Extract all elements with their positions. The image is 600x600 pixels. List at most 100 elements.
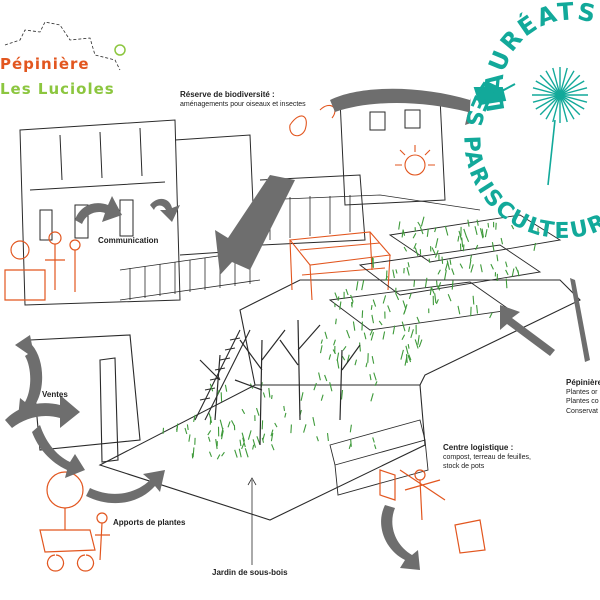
plant-stroke <box>392 269 395 279</box>
greenhouse <box>288 231 392 301</box>
dandelion-seed <box>559 94 568 123</box>
plant-stroke <box>476 305 479 314</box>
plant-stroke <box>405 345 409 355</box>
plant-stroke <box>216 389 220 396</box>
background-buildings <box>19 97 446 306</box>
plant-stroke <box>318 372 321 381</box>
plant-stroke <box>320 394 324 401</box>
plant-stroke <box>414 247 419 257</box>
logo-line1: Pépinière <box>0 55 90 73</box>
plant-stroke <box>268 387 271 398</box>
plant-stroke <box>271 394 273 400</box>
plant-stroke <box>489 312 493 319</box>
plant-stroke <box>395 269 398 274</box>
dandelion-seed <box>559 94 581 116</box>
plant-stroke <box>476 219 479 226</box>
plant-stroke <box>219 419 224 430</box>
plant-stroke <box>335 318 337 325</box>
trees <box>199 319 361 446</box>
plant-stroke <box>371 257 374 268</box>
plant-stroke <box>345 288 349 296</box>
plant-stroke <box>371 355 375 364</box>
plant-stroke <box>419 226 424 235</box>
plant-stroke <box>408 354 412 361</box>
plant-stroke <box>370 305 373 310</box>
plant-stroke <box>238 448 242 458</box>
label-reserve-title: Réserve de biodiversité : <box>180 90 275 99</box>
plant-stroke <box>511 268 515 277</box>
label-ventes-text: Ventes <box>42 390 68 399</box>
plant-stroke <box>209 383 214 392</box>
plant-stroke <box>193 414 196 423</box>
plant-stroke <box>431 247 436 254</box>
plant-stroke <box>398 221 401 230</box>
label-ventes: Ventes <box>42 390 68 400</box>
dandelion-seed <box>545 94 561 120</box>
plant-stroke <box>262 433 266 441</box>
plant-stroke <box>316 436 319 442</box>
plant-stroke <box>403 309 406 315</box>
plant-stroke <box>221 451 225 457</box>
plant-stroke <box>487 222 490 228</box>
plant-stroke <box>354 359 358 366</box>
plant-stroke <box>400 349 404 360</box>
plant-stroke <box>270 429 274 437</box>
plant-stroke <box>241 408 246 415</box>
dandelion-seed <box>539 94 561 116</box>
plant-stroke <box>339 301 342 310</box>
plant-stroke <box>256 436 261 445</box>
plant-stroke <box>451 268 455 275</box>
plant-stroke <box>407 355 412 363</box>
plant-stroke <box>227 421 231 428</box>
plant-stroke <box>517 270 520 277</box>
label-apports: Apports de plantes <box>113 518 185 528</box>
plant-stroke <box>414 339 419 349</box>
plant-stroke <box>458 230 463 241</box>
plant-stroke <box>429 286 432 296</box>
dandelion-seed <box>532 87 561 96</box>
plant-stroke <box>475 244 479 251</box>
plant-stroke <box>408 326 411 333</box>
plant-stroke <box>231 420 235 426</box>
plant-stroke <box>319 345 323 354</box>
plant-stroke <box>342 345 347 351</box>
plant-stroke <box>184 427 188 435</box>
plant-stroke <box>262 392 266 398</box>
plant-stroke <box>348 443 352 450</box>
plant-stroke <box>434 250 439 258</box>
dandelion-seed <box>559 70 575 96</box>
dandelion-seed <box>559 67 568 96</box>
plant-stroke <box>446 260 451 270</box>
plant-stroke <box>336 352 340 361</box>
plant-stroke <box>470 264 474 273</box>
plant-stroke <box>505 269 509 276</box>
plant-stroke <box>412 232 417 239</box>
plant-stroke <box>451 280 454 290</box>
plant-stroke <box>420 216 425 227</box>
plant-stroke <box>334 292 338 299</box>
plant-stroke <box>434 227 437 233</box>
label-logistique-title: Centre logistique : <box>443 443 514 452</box>
dandelion-seed <box>539 74 561 96</box>
plant-stroke <box>434 293 437 304</box>
plant-stroke <box>462 244 465 252</box>
plant-stroke <box>505 278 508 289</box>
plant-stroke <box>407 344 410 349</box>
plant-stroke <box>417 221 421 227</box>
plant-stroke <box>363 332 367 340</box>
logo-frame <box>4 21 121 71</box>
plant-stroke <box>474 226 478 236</box>
plant-stroke <box>481 228 484 238</box>
plant-stroke <box>401 334 406 340</box>
plant-stroke <box>300 392 304 401</box>
plant-stroke <box>491 242 495 252</box>
plant-stroke <box>468 259 472 269</box>
plant-stroke <box>208 413 213 423</box>
label-apports-text: Apports de plantes <box>113 518 186 527</box>
plant-stroke <box>324 331 328 340</box>
plant-stroke <box>361 279 365 291</box>
plant-stroke <box>242 437 246 448</box>
plant-stroke <box>505 261 508 268</box>
